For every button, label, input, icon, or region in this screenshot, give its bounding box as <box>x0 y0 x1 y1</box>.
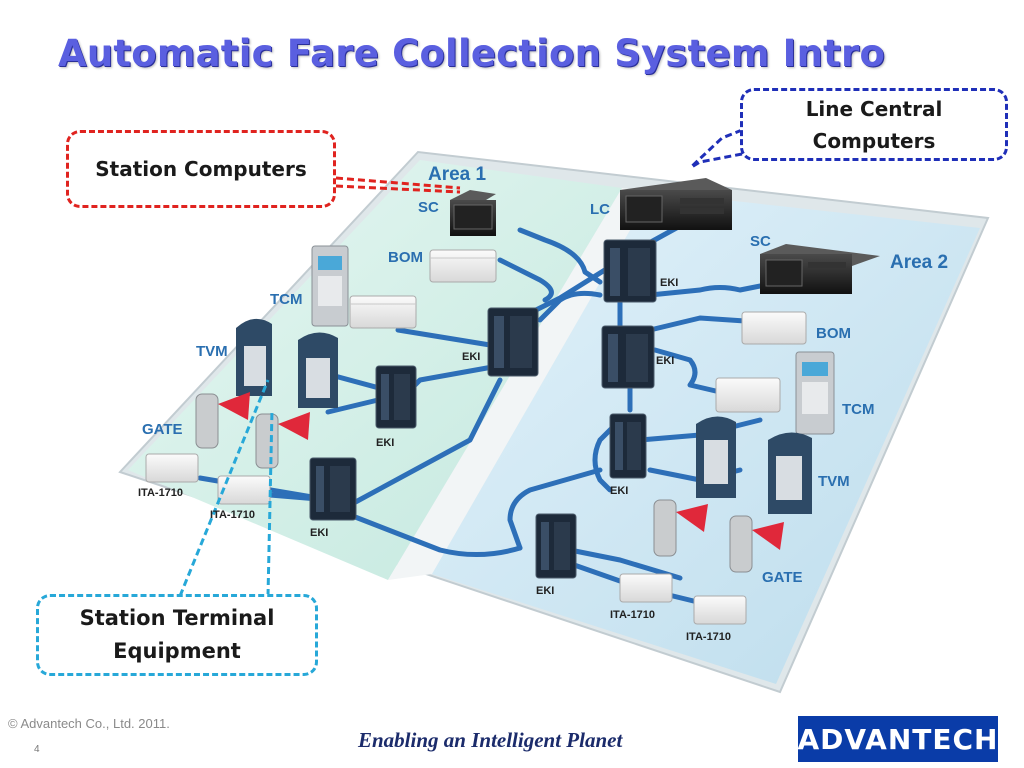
area2-tcm-label: TCM <box>842 401 875 418</box>
area1-eki-c-label: EKI <box>310 527 328 539</box>
callout-station-computers: Station Computers <box>66 130 336 208</box>
area2-eki-c-label: EKI <box>536 585 554 597</box>
area2-ita-box-1 <box>619 573 673 603</box>
area2-title: Area 2 <box>890 252 948 273</box>
callout-line-central-text: Line Central Computers <box>805 96 943 153</box>
area2-sc-label: SC <box>750 233 771 250</box>
callout-line-central-computers: Line Central Computers <box>740 88 1008 161</box>
area2-gate-label: GATE <box>762 569 803 586</box>
area1-tcm-box <box>349 295 417 329</box>
area2-ita-box-2 <box>693 595 747 625</box>
area2-tcm-box <box>715 377 781 413</box>
eki-switch-area1-c <box>309 457 357 521</box>
area2-bom-label: BOM <box>816 325 851 342</box>
area2-tvm-2 <box>768 432 812 514</box>
area1-tcm-kiosk <box>311 245 349 327</box>
area1-ita-a-label: ITA-1710 <box>138 487 183 499</box>
area2-ita-b-label: ITA-1710 <box>686 631 731 643</box>
area2-eki-b-label: EKI <box>610 485 628 497</box>
area2-tvm-1 <box>696 416 736 498</box>
area1-ita-box-2 <box>217 475 271 505</box>
eki-switch-area2-b <box>535 513 577 579</box>
area1-ita-b-label: ITA-1710 <box>210 509 255 521</box>
area2-bom-box <box>741 311 807 345</box>
area1-ita-box-1 <box>145 453 199 483</box>
eki-switch-area1-a <box>487 307 539 377</box>
pointer-station-computers <box>335 176 461 190</box>
area1-sc-server <box>450 190 496 236</box>
center-lc-label: LC <box>590 201 610 218</box>
area1-tvm-2 <box>298 332 338 408</box>
area-1-floor <box>128 160 622 580</box>
area1-eki-b-label: EKI <box>376 437 394 449</box>
footer-copyright: © Advantech Co., Ltd. 2011. <box>8 716 170 731</box>
area1-gate-1 <box>195 392 250 449</box>
area2-tvm-label: TVM <box>818 473 850 490</box>
area1-gate-label: GATE <box>142 421 183 438</box>
lc-server <box>620 178 732 230</box>
callout-station-terminal-equipment: Station Terminal Equipment <box>36 594 318 676</box>
pointer-line-central <box>688 128 743 170</box>
eki-switch-area2-a <box>609 413 647 479</box>
footer-tagline: Enabling an Intelligent Planet <box>358 728 623 752</box>
area1-bom-label: BOM <box>388 249 423 266</box>
area1-eki-a-label: EKI <box>462 351 480 363</box>
callout-station-computers-text: Station Computers <box>95 157 307 181</box>
area1-tvm-label: TVM <box>196 343 228 360</box>
eki-switch-area1-b <box>375 365 417 429</box>
area2-eki-a-label: EKI <box>656 355 674 367</box>
area1-tvm-1 <box>236 318 272 396</box>
page-number: 4 <box>34 744 40 755</box>
area1-bom-box <box>429 249 497 283</box>
advantech-logo: ADVANTECH <box>798 716 998 762</box>
area2-tcm-kiosk <box>795 351 835 435</box>
callout-station-terminal-text: Station Terminal Equipment <box>79 606 275 663</box>
floor-divider <box>388 188 652 580</box>
area1-title: Area 1 <box>428 164 487 185</box>
area1-sc-label: SC <box>418 199 439 216</box>
pointer-station-terminal <box>178 379 274 597</box>
eki-switch-center-mid <box>601 325 655 389</box>
area2-gate-2 <box>729 515 784 573</box>
area1-tcm-label: TCM <box>270 291 303 308</box>
eki-switch-center-top <box>603 239 657 303</box>
area2-gate-1 <box>653 499 708 557</box>
center-eki-label: EKI <box>660 277 678 289</box>
slide-title: Automatic Fare Collection System Intro <box>58 32 886 75</box>
pointer-station-computers-2 <box>335 184 461 194</box>
area2-ita-a-label: ITA-1710 <box>610 609 655 621</box>
area2-sc-server <box>760 244 880 294</box>
